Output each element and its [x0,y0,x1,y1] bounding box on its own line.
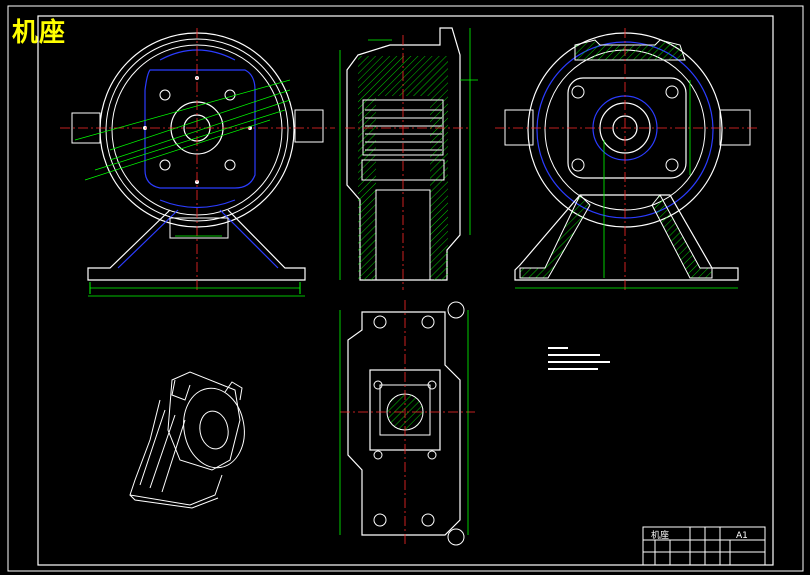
front-view [60,28,335,297]
side-view [495,28,760,290]
inner-frame [37,15,774,566]
top-view [339,300,475,546]
isometric-view [129,371,245,509]
title-block-code: A1 [736,531,748,541]
section-view [339,27,478,290]
technical-notes [548,347,610,370]
outer-frame [7,5,804,572]
title-block-name: 机座 [651,529,669,541]
title-block: 机座 A1 [642,526,766,566]
